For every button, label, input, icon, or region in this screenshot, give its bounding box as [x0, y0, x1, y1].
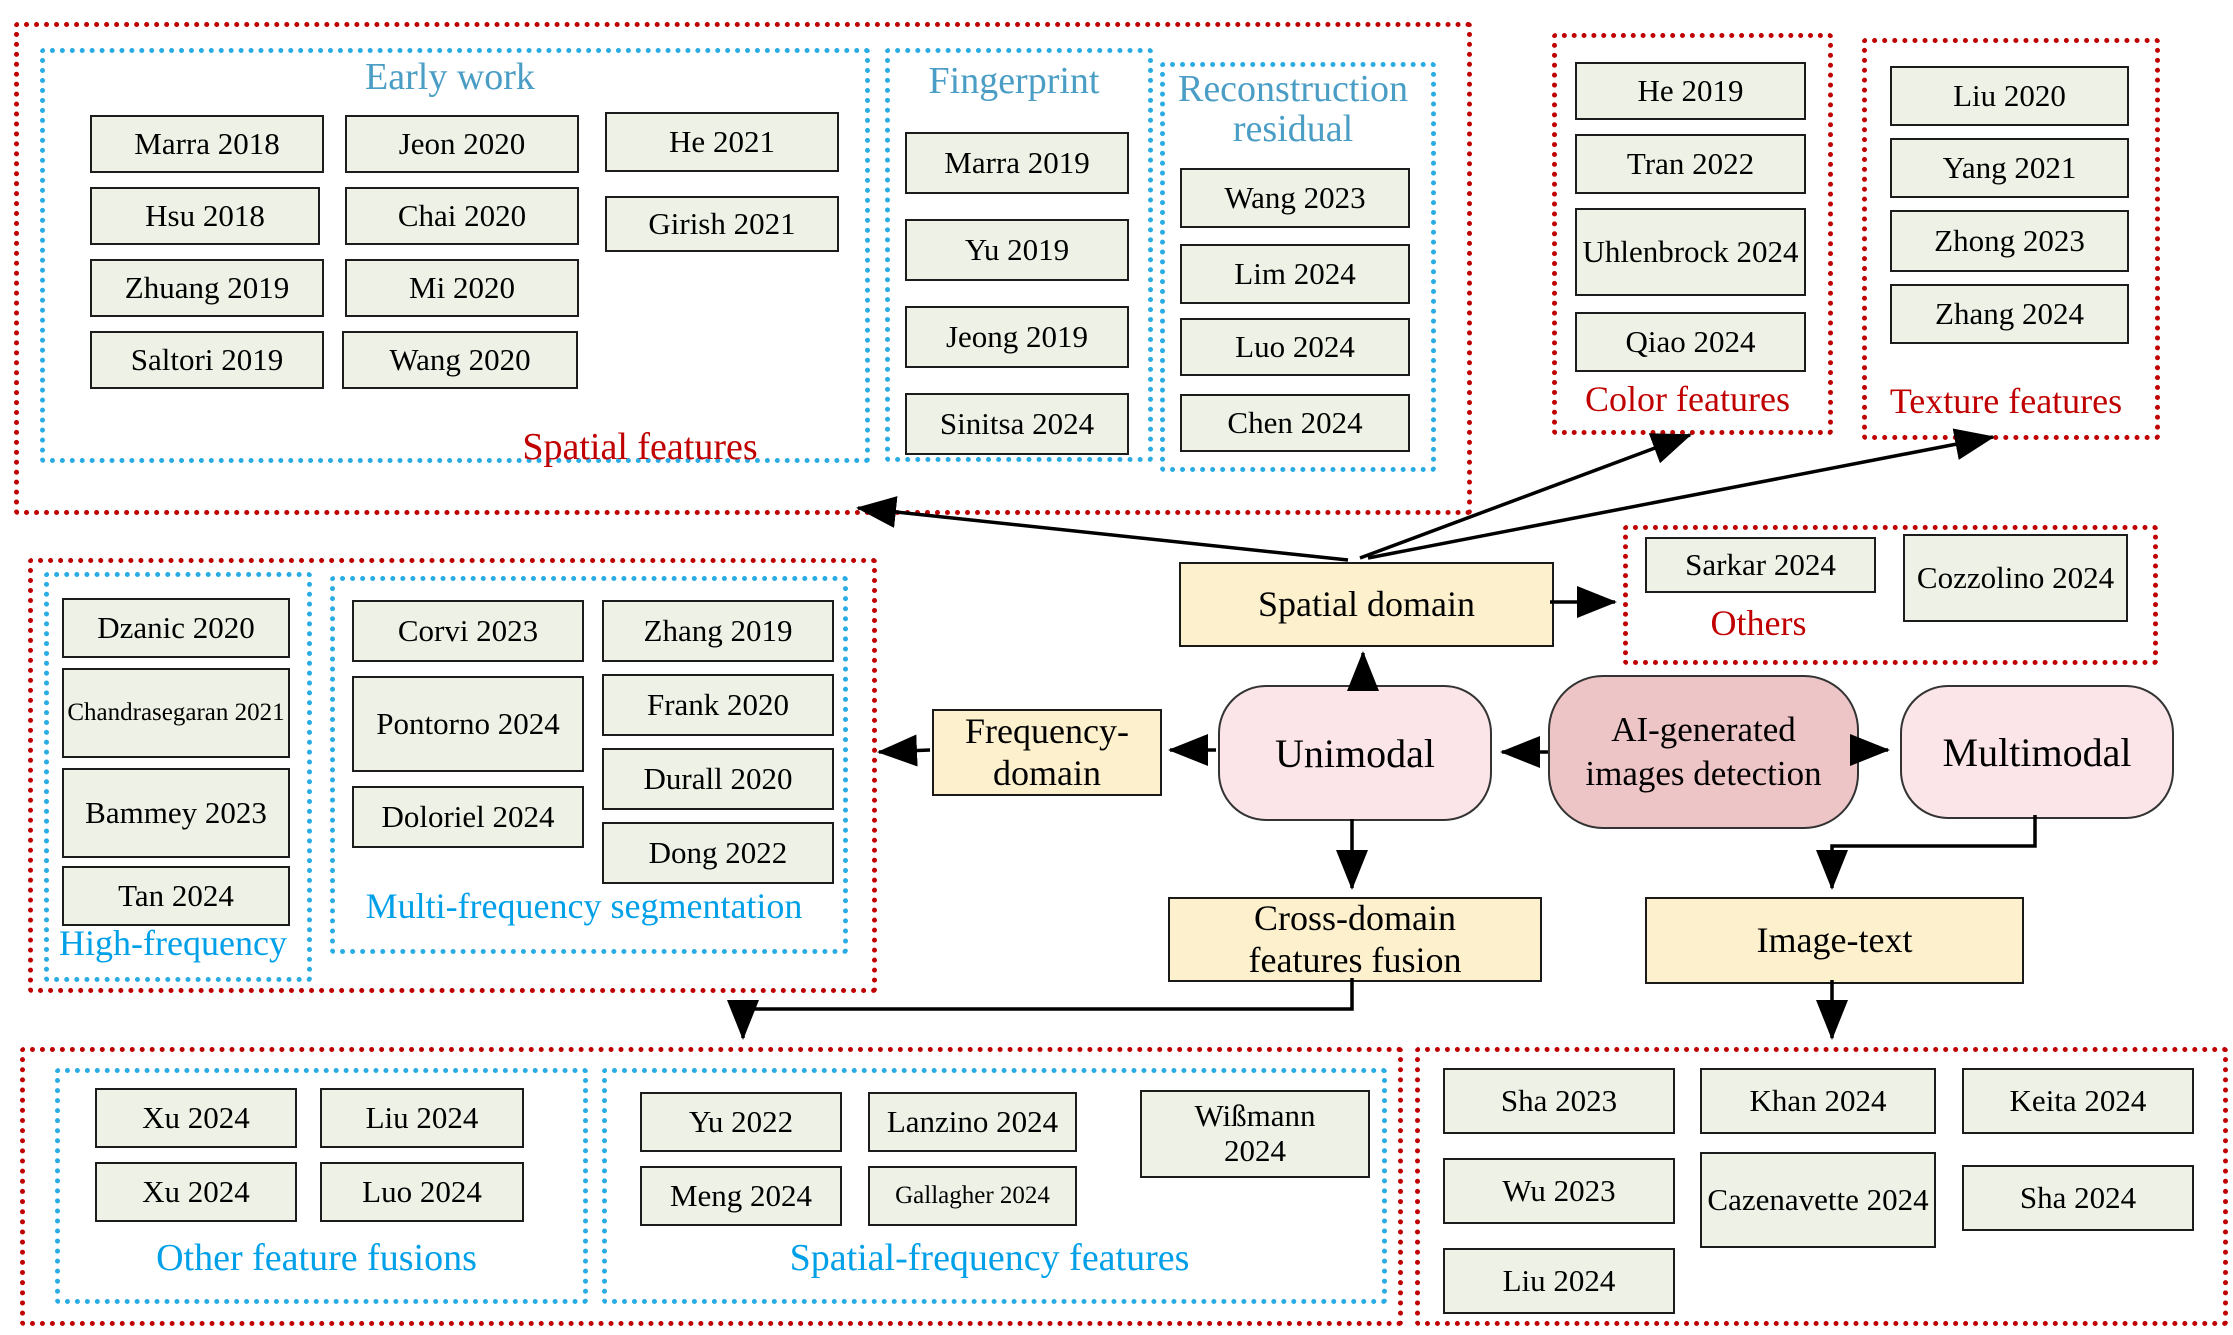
citation-box: Cozzolino 2024: [1903, 534, 2128, 622]
citation-box: Tran 2022: [1575, 134, 1806, 194]
citation-box: Luo 2024: [320, 1162, 524, 1222]
citation-box: Doloriel 2024: [352, 786, 584, 848]
group-image-text-refs: [1415, 1047, 2228, 1326]
citation-box: Lim 2024: [1180, 244, 1410, 304]
citation-box: Wu 2023: [1443, 1158, 1675, 1224]
citation-box: Meng 2024: [640, 1166, 842, 1226]
citation-box: Mi 2020: [345, 259, 579, 317]
subgroup-multi-frequency: [330, 576, 848, 954]
group-fusion-features: [20, 1047, 1403, 1326]
citation-box: Chandrasegaran 2021: [62, 668, 290, 758]
group-texture-features: [1862, 38, 2160, 440]
reconstruction-residual-title: Reconstruction residual: [1177, 68, 1409, 150]
citation-box: Xu 2024: [95, 1088, 297, 1148]
group-spatial-features: [14, 22, 1472, 515]
citation-box: Liu 2024: [1443, 1248, 1675, 1314]
citation-box: Chai 2020: [345, 187, 579, 245]
node-root-ai-generated-images-detection: AI-generated images detection: [1548, 675, 1859, 829]
other-feature-fusions-title: Other feature fusions: [156, 1237, 477, 1279]
citation-box: Wißmann 2024: [1140, 1090, 1370, 1178]
node-image-text: Image-text: [1645, 897, 2024, 984]
arrow-spatial-domain-to-spatial-features: [856, 496, 1349, 562]
citation-box: Zhang 2019: [602, 600, 834, 662]
subgroup-spatial-frequency: [602, 1068, 1387, 1304]
citation-box: Qiao 2024: [1575, 312, 1806, 372]
citation-box: He 2019: [1575, 62, 1806, 120]
citation-box: Sarkar 2024: [1645, 537, 1876, 593]
subgroup-early-work: [40, 48, 870, 463]
citation-box: Dong 2022: [602, 822, 834, 884]
subgroup-high-frequency: [44, 572, 312, 982]
citation-box: Zhong 2023: [1890, 210, 2129, 272]
high-frequency-title: High-frequency: [59, 923, 287, 963]
citation-box: Dzanic 2020: [62, 598, 290, 658]
citation-box: Khan 2024: [1700, 1068, 1936, 1134]
citation-box: Cazenavette 2024: [1700, 1152, 1936, 1248]
group-color-features: [1552, 33, 1833, 435]
citation-box: Yang 2021: [1890, 138, 2129, 198]
multi-frequency-title: Multi-frequency segmentation: [365, 886, 803, 926]
fingerprint-title: Fingerprint: [928, 60, 1100, 102]
citation-box: Wang 2023: [1180, 168, 1410, 228]
citation-box: Gallagher 2024: [868, 1166, 1077, 1226]
citation-box: Liu 2020: [1890, 66, 2129, 126]
arrow-frequency-domain-to-group: [877, 734, 931, 767]
subgroup-fingerprint: [885, 48, 1153, 462]
citation-box: Corvi 2023: [352, 600, 584, 662]
subgroup-other-feature-fusions: [55, 1068, 588, 1304]
citation-box: Jeon 2020: [345, 115, 579, 173]
node-multimodal: Multimodal: [1900, 685, 2174, 819]
citation-box: Liu 2024: [320, 1088, 524, 1148]
citation-box: Luo 2024: [1180, 318, 1410, 376]
citation-box: Uhlenbrock 2024: [1575, 208, 1806, 296]
citation-box: Lanzino 2024: [868, 1092, 1077, 1152]
citation-box: Zhuang 2019: [90, 259, 324, 317]
spatial-frequency-title: Spatial-frequency features: [789, 1237, 1190, 1279]
citation-box: Jeong 2019: [905, 306, 1129, 368]
citation-box: Saltori 2019: [90, 331, 324, 389]
citation-box: Wang 2020: [342, 331, 578, 389]
citation-box: Sha 2023: [1443, 1068, 1675, 1134]
citation-box: Marra 2019: [905, 132, 1129, 194]
node-unimodal: Unimodal: [1218, 685, 1492, 821]
citation-box: Bammey 2023: [62, 768, 290, 858]
citation-box: Hsu 2018: [90, 187, 320, 245]
texture-features-label: Texture features: [1889, 381, 2123, 421]
citation-box: Zhang 2024: [1890, 284, 2129, 344]
arrow-multimodal-to-image-text: [1816, 815, 2037, 890]
citation-box: Yu 2019: [905, 219, 1129, 281]
group-frequency-features: [28, 558, 877, 993]
citation-box: Chen 2024: [1180, 394, 1410, 452]
citation-box: Girish 2021: [605, 196, 839, 252]
citation-box: Marra 2018: [90, 115, 324, 173]
subgroup-reconstruction-residual: [1160, 62, 1436, 472]
others-label: Others: [1710, 603, 1807, 643]
color-features-label: Color features: [1585, 379, 1790, 419]
citation-box: Frank 2020: [602, 674, 834, 736]
citation-box: Pontorno 2024: [352, 676, 584, 772]
citation-box: Sinitsa 2024: [905, 393, 1129, 455]
citation-box: Yu 2022: [640, 1092, 842, 1152]
citation-box: He 2021: [605, 112, 839, 172]
citation-box: Xu 2024: [95, 1162, 297, 1222]
citation-box: Sha 2024: [1962, 1165, 2194, 1231]
citation-box: Durall 2020: [602, 748, 834, 810]
spatial-features-label: Spatial features: [522, 426, 758, 468]
node-spatial-domain: Spatial domain: [1179, 562, 1554, 647]
early-work-title: Early work: [365, 56, 535, 98]
citation-box: Tan 2024: [62, 866, 290, 926]
node-frequency-domain: Frequency- domain: [932, 709, 1162, 796]
node-cross-domain: Cross-domain features fusion: [1168, 897, 1542, 982]
citation-box: Keita 2024: [1962, 1068, 2194, 1134]
